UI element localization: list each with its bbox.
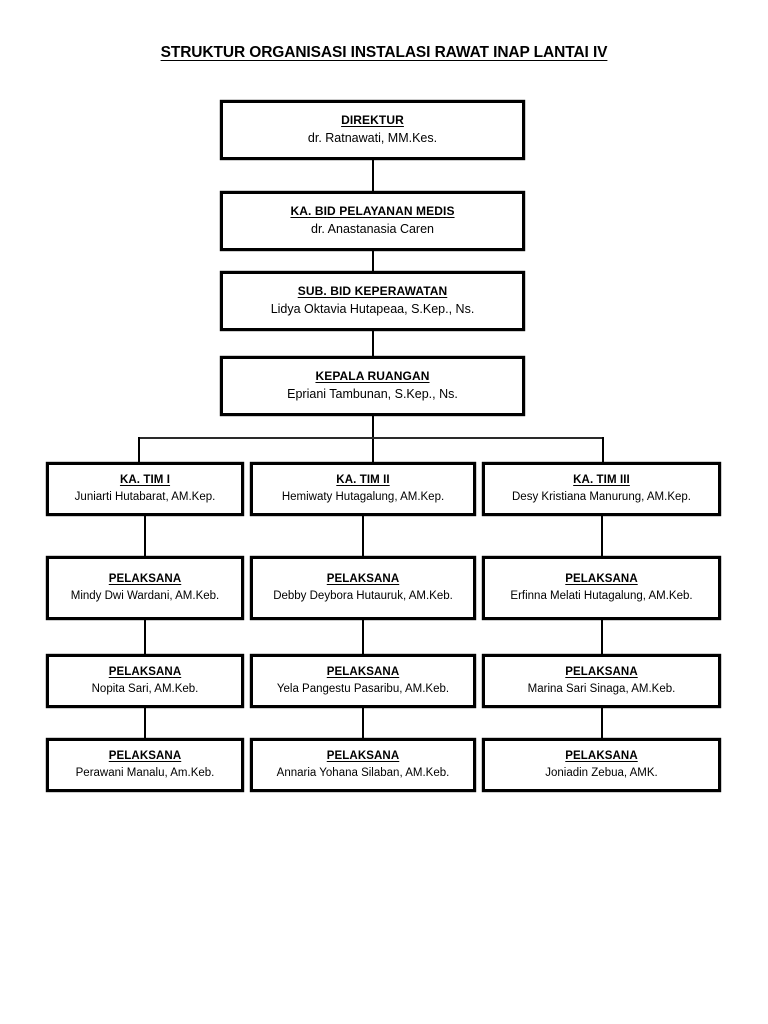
node-pelaksana-1-2-person: Nopita Sari, AM.Keb. [91, 682, 199, 695]
node-ka-tim-1[interactable]: KA. TIM I Juniarti Hutabarat, AM.Kep. [47, 463, 243, 515]
node-ka-tim-1-person: Juniarti Hutabarat, AM.Kep. [74, 490, 216, 503]
node-pelaksana-2-2-role: PELAKSANA [326, 666, 400, 679]
node-pelaksana-1-1-role: PELAKSANA [108, 573, 182, 586]
node-ka-tim-2-person: Hemiwaty Hutagalung, AM.Kep. [281, 490, 445, 503]
node-pelaksana-2-2-person: Yela Pangestu Pasaribu, AM.Keb. [276, 682, 450, 695]
node-direktur-role: DIREKTUR [341, 113, 404, 128]
node-kepala-ruangan-role: KEPALA RUANGAN [315, 369, 430, 384]
connector-bus-to-tim-1 [138, 437, 140, 463]
connector-team-bus [138, 437, 603, 439]
node-pelaksana-2-3[interactable]: PELAKSANA Annaria Yohana Silaban, AM.Keb… [251, 739, 475, 791]
node-pelaksana-2-2[interactable]: PELAKSANA Yela Pangestu Pasaribu, AM.Keb… [251, 655, 475, 707]
node-pelaksana-3-3[interactable]: PELAKSANA Joniadin Zebua, AMK. [483, 739, 720, 791]
node-pelaksana-3-3-person: Joniadin Zebua, AMK. [545, 766, 658, 779]
connector-col3-staff-1-to-2 [601, 619, 603, 655]
node-ka-tim-1-role: KA. TIM I [119, 474, 171, 487]
node-pelaksana-3-1[interactable]: PELAKSANA Erfinna Melati Hutagalung, AM.… [483, 557, 720, 619]
node-pelaksana-2-1[interactable]: PELAKSANA Debby Deybora Hutauruk, AM.Keb… [251, 557, 475, 619]
node-pelaksana-3-2[interactable]: PELAKSANA Marina Sari Sinaga, AM.Keb. [483, 655, 720, 707]
node-ka-tim-3[interactable]: KA. TIM III Desy Kristiana Manurung, AM.… [483, 463, 720, 515]
node-pelaksana-2-3-role: PELAKSANA [326, 750, 400, 763]
connector-subbid-to-kepala [372, 330, 374, 357]
connector-col3-tim-to-staff-1 [601, 515, 603, 557]
node-kepala-ruangan[interactable]: KEPALA RUANGAN Epriani Tambunan, S.Kep.,… [221, 357, 524, 415]
connector-bus-to-tim-3 [602, 437, 604, 463]
node-pelaksana-1-3-person: Perawani Manalu, Am.Keb. [75, 766, 215, 779]
node-pelaksana-3-1-role: PELAKSANA [565, 573, 638, 586]
node-ka-tim-3-person: Desy Kristiana Manurung, AM.Kep. [512, 490, 691, 503]
node-pelaksana-3-2-role: PELAKSANA [565, 666, 638, 679]
node-pelaksana-1-2-role: PELAKSANA [108, 666, 182, 679]
node-pelaksana-3-2-person: Marina Sari Sinaga, AM.Keb. [527, 682, 676, 695]
connector-col3-staff-2-to-3 [601, 707, 603, 739]
node-ka-tim-2-role: KA. TIM II [336, 474, 390, 487]
node-pelaksana-3-1-person: Erfinna Melati Hutagalung, AM.Keb. [510, 589, 693, 602]
connector-col2-staff-1-to-2 [362, 619, 364, 655]
node-pelaksana-2-1-role: PELAKSANA [326, 573, 400, 586]
connector-col2-staff-2-to-3 [362, 707, 364, 739]
connector-col2-tim-to-staff-1 [362, 515, 364, 557]
node-pelaksana-1-3[interactable]: PELAKSANA Perawani Manalu, Am.Keb. [47, 739, 243, 791]
connector-col1-staff-2-to-3 [144, 707, 146, 739]
connector-direktur-to-kabid [372, 159, 374, 192]
node-sub-bid-keperawatan-person: Lidya Oktavia Hutapeaa, S.Kep., Ns. [270, 302, 475, 317]
node-sub-bid-keperawatan-role: SUB. BID KEPERAWATAN [297, 284, 448, 299]
node-ka-bid-pelayanan-medis[interactable]: KA. BID PELAYANAN MEDIS dr. Anastanasia … [221, 192, 524, 250]
node-pelaksana-2-3-person: Annaria Yohana Silaban, AM.Keb. [276, 766, 450, 779]
node-pelaksana-2-1-person: Debby Deybora Hutauruk, AM.Keb. [273, 589, 453, 602]
node-pelaksana-3-3-role: PELAKSANA [565, 750, 638, 763]
connector-col1-staff-1-to-2 [144, 619, 146, 655]
node-pelaksana-1-2[interactable]: PELAKSANA Nopita Sari, AM.Keb. [47, 655, 243, 707]
connector-kabid-to-subbid [372, 242, 374, 272]
node-direktur-person: dr. Ratnawati, MM.Kes. [307, 131, 438, 146]
page-title: STRUKTUR ORGANISASI INSTALASI RAWAT INAP… [160, 44, 608, 61]
node-ka-bid-pelayanan-medis-role: KA. BID PELAYANAN MEDIS [290, 204, 455, 219]
node-pelaksana-1-1-person: Mindy Dwi Wardani, AM.Keb. [70, 589, 220, 602]
node-pelaksana-1-1[interactable]: PELAKSANA Mindy Dwi Wardani, AM.Keb. [47, 557, 243, 619]
connector-col1-tim-to-staff-1 [144, 515, 146, 557]
node-ka-tim-3-role: KA. TIM III [573, 474, 630, 487]
node-pelaksana-1-3-role: PELAKSANA [108, 750, 182, 763]
node-kepala-ruangan-person: Epriani Tambunan, S.Kep., Ns. [287, 387, 458, 402]
node-ka-bid-pelayanan-medis-person: dr. Anastanasia Caren [311, 222, 434, 237]
node-direktur[interactable]: DIREKTUR dr. Ratnawati, MM.Kes. [221, 101, 524, 159]
node-sub-bid-keperawatan[interactable]: SUB. BID KEPERAWATAN Lidya Oktavia Hutap… [221, 272, 524, 330]
connector-kepala-to-bus [372, 415, 374, 463]
node-ka-tim-2[interactable]: KA. TIM II Hemiwaty Hutagalung, AM.Kep. [251, 463, 475, 515]
